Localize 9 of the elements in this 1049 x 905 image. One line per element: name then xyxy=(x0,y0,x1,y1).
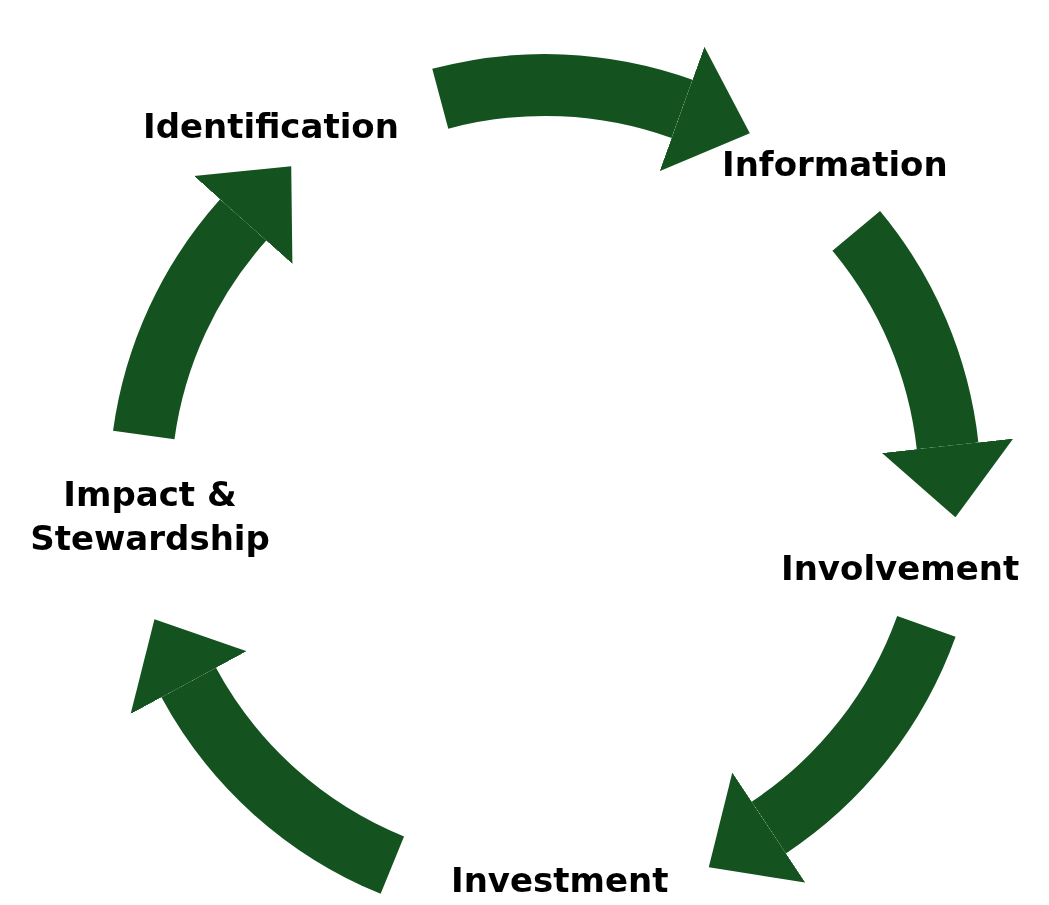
curved-arrow xyxy=(711,614,955,881)
stage-label: Investment xyxy=(451,859,669,902)
stage-label: Identification xyxy=(143,105,399,148)
stage-label: Involvement xyxy=(781,547,1020,590)
curved-arrow xyxy=(113,163,295,441)
curved-arrow xyxy=(434,45,752,173)
stage-label: Impact & Stewardship xyxy=(29,473,271,560)
stage-label: Information xyxy=(722,143,948,186)
curved-arrow xyxy=(831,212,1013,517)
